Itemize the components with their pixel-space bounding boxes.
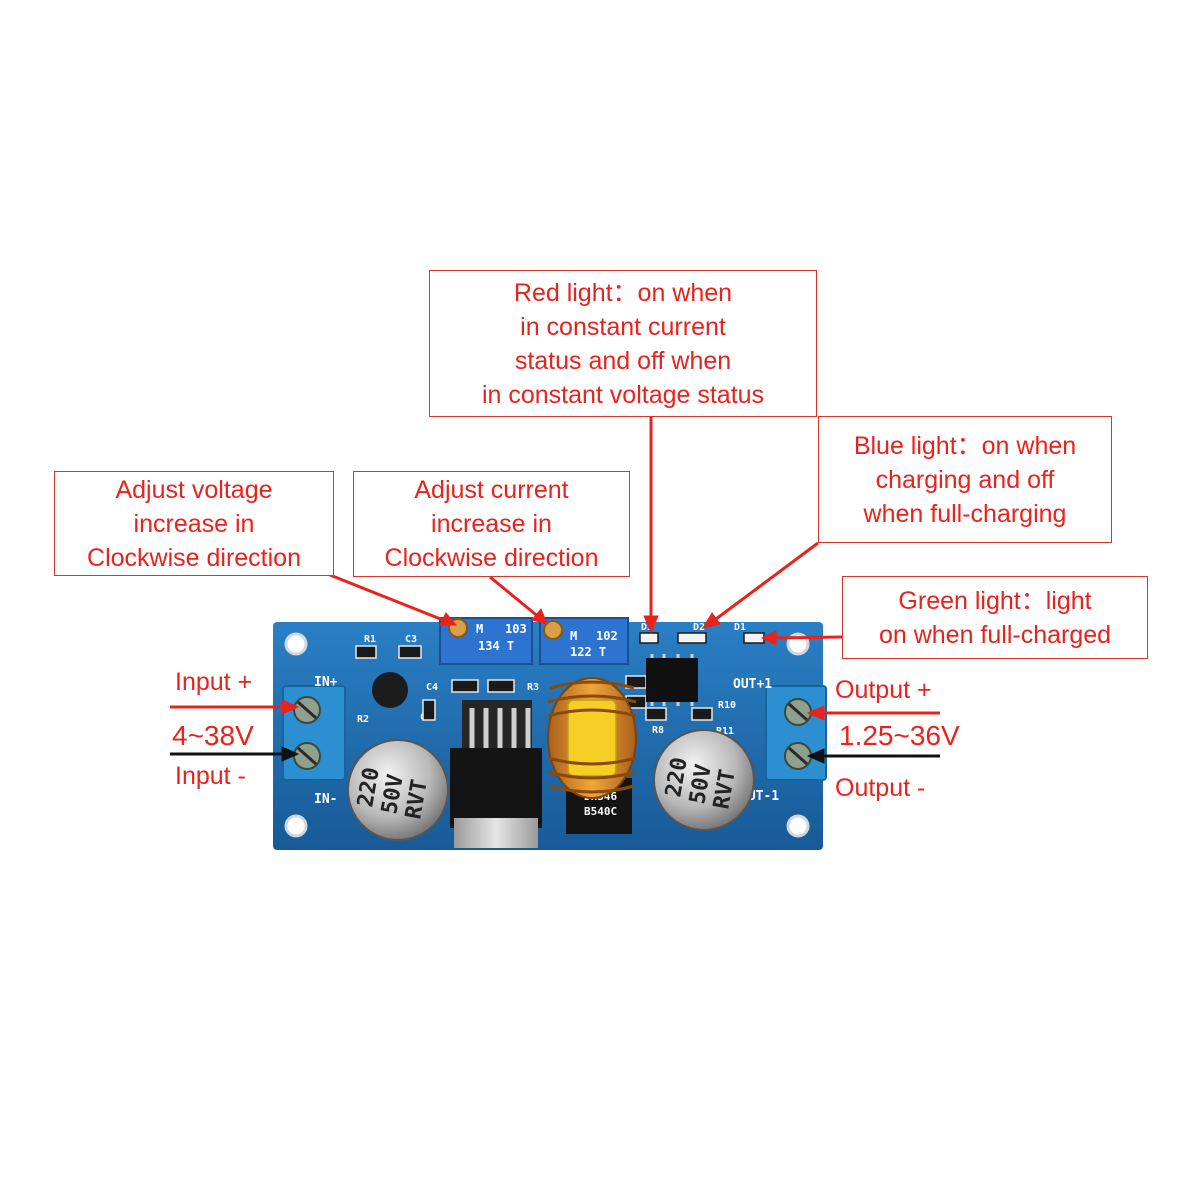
callout-adjust-voltage: Adjust voltage increase in Clockwise dir… [54, 471, 334, 576]
silk-r1: R1 [364, 634, 376, 645]
silk-d3: D3 [641, 622, 653, 633]
label-input-minus: Input - [175, 762, 246, 790]
silk-d1: D1 [734, 622, 746, 633]
callout-red-light: Red light：on when in constant current st… [429, 270, 817, 417]
voltage-potentiometer: 103 134 T M [439, 617, 533, 665]
silk-c4: C4 [426, 682, 438, 693]
silk-in-minus: IN- [314, 792, 337, 807]
input-capacitor: 220 50V RVT [347, 739, 449, 841]
silk-r2: R2 [357, 714, 369, 725]
arrow-adjust-current [489, 575, 541, 620]
label-input-plus: Input + [175, 668, 253, 696]
led-red [639, 632, 659, 644]
silk-r10: R10 [718, 700, 736, 711]
annotation-arrows [170, 417, 940, 721]
arrow-adjust-voltage [329, 573, 449, 624]
output-capacitor: 220 50V RVT [653, 729, 755, 831]
led-blue [677, 632, 707, 644]
current-potentiometer: 102 122 T M [539, 617, 629, 665]
toroidal-inductor [547, 677, 637, 799]
regulator [450, 700, 542, 848]
annotation-arrows-black [170, 746, 940, 764]
callout-blue-light: Blue light：on when charging and off when… [818, 416, 1112, 543]
label-output-voltage: 1.25~36V [839, 720, 960, 751]
output-terminal-block [765, 685, 827, 781]
pot-left-top: 103 [505, 622, 527, 636]
pot-left-bottom: 134 T [478, 639, 514, 653]
silk-out-plus: OUT+1 [733, 677, 772, 692]
pot-right-m: M [570, 629, 577, 643]
input-terminal-block [282, 685, 346, 781]
label-input-voltage: 4~38V [172, 720, 254, 751]
ic-chip [646, 654, 698, 706]
diode-line2: B540C [584, 805, 617, 818]
arrow-green-light [769, 635, 843, 640]
smd-components [355, 645, 713, 721]
transistor [372, 672, 408, 708]
silk-d2: D2 [693, 622, 705, 633]
leds [639, 632, 765, 644]
silk-r11: R11 [716, 726, 734, 737]
label-output-plus: Output + [835, 676, 932, 704]
silk-r3: R3 [527, 682, 539, 693]
callout-green-light: Green light：light on when full-charged [842, 576, 1148, 659]
pot-right-top: 102 [596, 629, 618, 643]
callout-adjust-current: Adjust current increase in Clockwise dir… [353, 471, 630, 577]
label-output-minus: Output - [835, 774, 926, 802]
pot-right-bottom: 122 T [570, 645, 606, 659]
arrow-blue-light [711, 541, 819, 624]
silk-in-plus: IN+ [314, 675, 338, 690]
silk-r8: R8 [652, 725, 664, 736]
silk-c3: C3 [405, 634, 417, 645]
pot-left-m: M [476, 622, 483, 636]
